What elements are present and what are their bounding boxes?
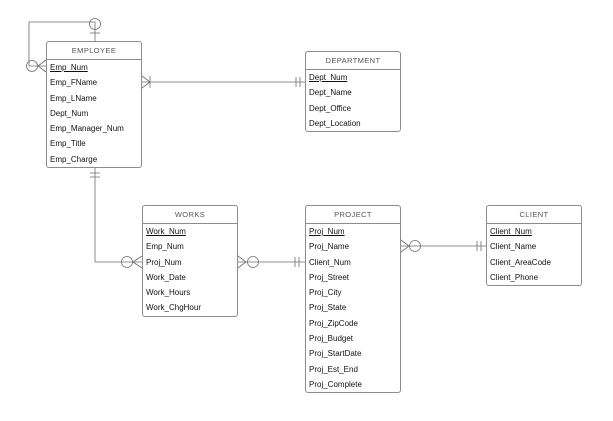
entity-works[interactable]: WORKS Work_Num Emp_Num Proj_Num Work_Dat… [142,205,238,317]
attribute-row: Proj_Num [309,227,345,236]
attribute-row: Client_Name [490,242,537,252]
attribute-row: Emp_Manager_Num [50,124,124,134]
zero-or-many-circle-icon [409,240,421,252]
attribute-row: Dept_Num [50,108,89,118]
attribute-list: Proj_Num Proj_Name Client_Num Proj_Stree… [306,224,400,392]
attribute-list: Work_Num Emp_Num Proj_Num Work_Date Work… [143,224,237,316]
entity-title: DEPARTMENT [306,52,400,70]
entity-title: WORKS [143,206,237,224]
attribute-row: Dept_Num [309,73,348,82]
rel-employee-logs-works [90,168,143,269]
attribute-row: Dept_Location [309,118,361,128]
attribute-row: Emp_FName [50,78,98,88]
attribute-row: Proj_ZipCode [309,318,358,328]
zero-or-many-circle-icon [121,256,133,268]
entity-title: PROJECT [306,206,400,224]
exactly-one-bars-icon [294,257,300,267]
zero-or-one-circle-icon [89,18,101,30]
crows-foot-icon [132,255,143,269]
entity-project[interactable]: PROJECT Proj_Num Proj_Name Client_Num Pr… [305,205,401,394]
zero-or-many-circle-icon [247,256,259,268]
attribute-row: Emp_Title [50,139,86,149]
entity-title: CLIENT [487,206,581,224]
rel-project-has-works [237,255,305,269]
exactly-one-bars-icon [90,172,100,178]
crows-foot-icon [400,239,410,253]
entity-client[interactable]: CLIENT Client_Num Client_Name Client_Are… [486,205,582,287]
exactly-one-bars-icon [476,241,482,251]
entity-employee[interactable]: EMPLOYEE Emp_Num Emp_FName Emp_LName Dep… [46,41,142,169]
entity-title: EMPLOYEE [47,42,141,60]
attribute-row: Emp_Num [50,63,88,72]
relationship-lines [26,18,486,269]
attribute-row: Proj_Complete [309,379,362,389]
attribute-row: Proj_Budget [309,334,354,344]
attribute-list: Client_Num Client_Name Client_AreaCode C… [487,224,581,285]
rel-employee-manages-employee [26,18,101,73]
rel-department-employs-employee [141,75,305,89]
rel-client-commissions-project [400,239,486,253]
attribute-row: Emp_Num [146,242,184,252]
attribute-row: Dept_Office [309,103,352,113]
attribute-row: Emp_LName [50,93,97,103]
attribute-row: Proj_Num [146,257,182,267]
attribute-row: Client_Phone [490,272,539,282]
attribute-row: Proj_State [309,303,347,313]
attribute-row: Proj_City [309,288,342,298]
attribute-row: Emp_Charge [50,154,98,164]
attribute-row: Work_Num [146,227,186,236]
exactly-one-bars-icon [295,77,301,87]
attribute-list: Emp_Num Emp_FName Emp_LName Dept_Num Emp… [47,60,141,167]
entity-department[interactable]: DEPARTMENT Dept_Num Dept_Name Dept_Offic… [305,51,401,133]
one-or-many-crows-foot-icon [141,75,151,89]
attribute-list: Dept_Num Dept_Name Dept_Office Dept_Loca… [306,70,400,131]
attribute-row: Client_Num [490,227,532,236]
attribute-row: Proj_Street [309,272,350,282]
crows-foot-icon [37,59,47,73]
attribute-row: Client_AreaCode [490,257,551,267]
attribute-row: Proj_Name [309,242,350,252]
crows-foot-icon [237,255,247,269]
attribute-row: Dept_Name [309,88,352,98]
attribute-row: Client_Num [309,257,351,267]
attribute-row: Proj_Est_End [309,364,358,374]
attribute-row: Work_ChgHour [146,303,201,313]
attribute-row: Proj_StartDate [309,349,362,359]
attribute-row: Work_Hours [146,288,191,298]
attribute-row: Work_Date [146,272,186,282]
